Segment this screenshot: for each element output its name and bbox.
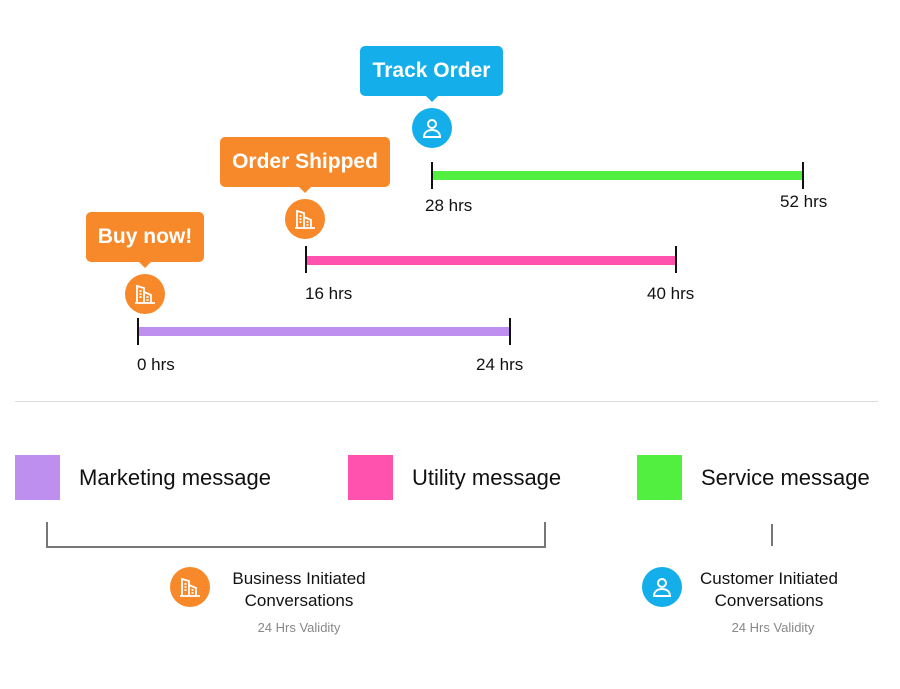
business-initiated-label: Business Initiated Conversations	[199, 568, 399, 612]
start-label: 0 hrs	[137, 355, 175, 374]
legend-label: Marketing message	[79, 465, 271, 490]
event-bubble-track-order: Track Order	[360, 46, 503, 102]
utility-bar	[306, 256, 676, 265]
service-bar	[432, 171, 803, 180]
divider	[15, 401, 878, 402]
event-label: Buy now!	[97, 225, 193, 248]
building-icon	[285, 199, 325, 239]
group-title-line2: Conversations	[244, 591, 354, 610]
business-bracket	[46, 522, 546, 548]
event-bubble-buy-now: Buy now!	[86, 212, 204, 268]
person-icon	[412, 108, 452, 148]
customer-bracket	[771, 524, 773, 546]
start-tick	[137, 318, 139, 345]
start-label: 28 hrs	[425, 196, 473, 215]
start-tick	[305, 246, 307, 273]
building-icon	[125, 274, 165, 314]
event-label: Order Shipped	[232, 150, 378, 173]
group-title-line2: Conversations	[714, 591, 824, 610]
end-tick	[675, 246, 677, 273]
end-tick	[509, 318, 511, 345]
legend-label: Utility message	[412, 465, 562, 490]
start-tick	[431, 162, 433, 189]
group-title-line1: Customer Initiated	[700, 569, 838, 588]
customer-initiated-label: Customer Initiated Conversations	[669, 568, 869, 612]
event-bubble-order-shipped: Order Shipped	[220, 137, 390, 193]
legend-label: Service message	[701, 465, 870, 490]
validity-label: 24 Hrs Validity	[257, 620, 341, 635]
start-label: 16 hrs	[305, 284, 353, 303]
group-title-line1: Business Initiated	[232, 569, 366, 588]
event-label: Track Order	[372, 59, 491, 82]
person-icon	[642, 567, 682, 607]
building-icon	[170, 567, 210, 607]
marketing-bar	[138, 327, 510, 336]
legend-swatch-marketing	[15, 455, 60, 500]
end-label: 24 hrs	[476, 355, 524, 374]
legend-swatch-utility	[348, 455, 393, 500]
legend-swatch-service	[637, 455, 682, 500]
validity-label: 24 Hrs Validity	[731, 620, 815, 635]
end-label: 52 hrs	[780, 192, 828, 211]
end-tick	[802, 162, 804, 189]
end-label: 40 hrs	[647, 284, 695, 303]
